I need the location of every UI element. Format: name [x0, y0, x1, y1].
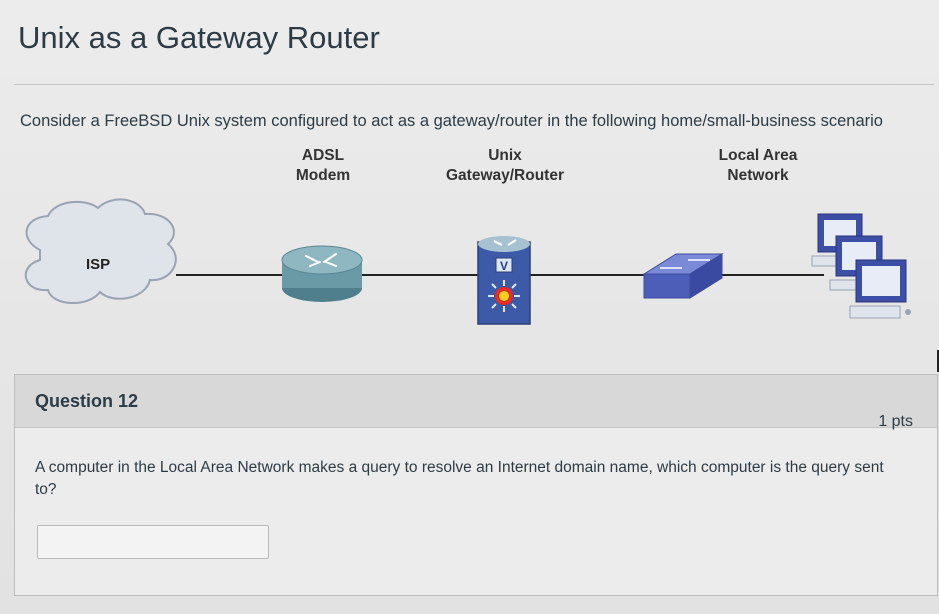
- lan-computers-icon: [812, 214, 911, 318]
- title-divider: [14, 84, 934, 85]
- lan-switch-icon: [644, 254, 722, 298]
- question-card: Question 12 1 pts A computer in the Loca…: [14, 374, 938, 596]
- question-points: 1 pts: [878, 413, 913, 431]
- diagram-graphics: V: [0, 140, 939, 368]
- intro-text: Consider a FreeBSD Unix system configure…: [20, 112, 883, 131]
- question-title: Question 12: [35, 391, 138, 412]
- isp-label: ISP: [86, 256, 110, 273]
- isp-cloud-icon: [26, 199, 176, 303]
- page-title: Unix as a Gateway Router: [18, 20, 380, 56]
- adsl-modem-icon: [282, 246, 362, 302]
- svg-text:V: V: [500, 259, 508, 273]
- network-diagram: ADSL Modem Unix Gateway/Router Local Are…: [0, 140, 939, 368]
- question-text: A computer in the Local Area Network mak…: [35, 457, 905, 501]
- unix-router-icon: V: [478, 236, 530, 324]
- question-header: Question 12 1 pts: [15, 375, 937, 428]
- answer-input[interactable]: [37, 525, 269, 559]
